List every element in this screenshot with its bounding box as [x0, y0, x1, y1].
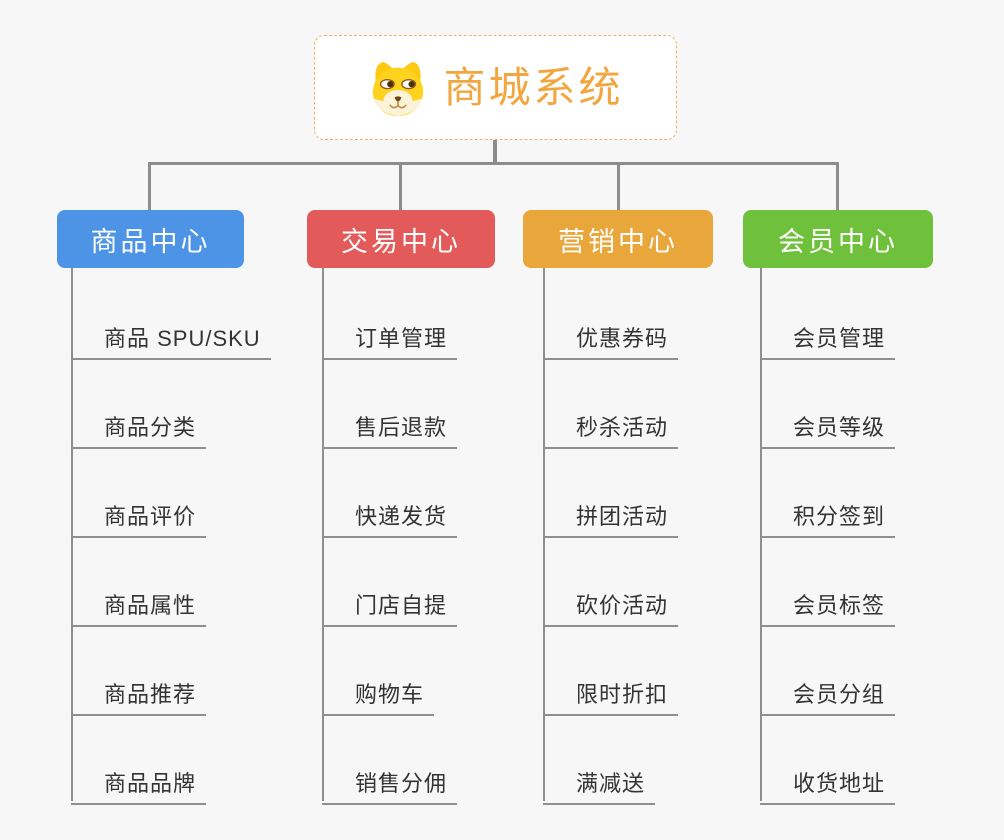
connector-horizontal-bar: [149, 162, 839, 165]
root-title: 商城系统: [443, 63, 624, 111]
connector-trunk-product: [71, 268, 73, 801]
leaf-node[interactable]: 购物车: [322, 665, 435, 716]
leaf-node[interactable]: 会员管理: [760, 309, 896, 360]
leaf-node[interactable]: 满减送: [543, 754, 656, 805]
connector-drop-trade: [399, 162, 402, 210]
leaf-node[interactable]: 商品品牌: [71, 754, 207, 805]
branch-node-member-center[interactable]: 会员中心: [743, 210, 933, 268]
leaf-node[interactable]: 优惠券码: [543, 309, 679, 360]
connector-trunk-trade: [322, 268, 324, 801]
connector-trunk-member: [760, 268, 762, 801]
leaf-node[interactable]: 快递发货: [322, 487, 458, 538]
leaf-node[interactable]: 会员等级: [760, 398, 896, 449]
shiba-dog-face-icon: [367, 58, 429, 118]
leaf-node[interactable]: 商品属性: [71, 576, 207, 627]
leaf-node[interactable]: 限时折扣: [543, 665, 679, 716]
leaf-node[interactable]: 商品评价: [71, 487, 207, 538]
leaf-node[interactable]: 会员分组: [760, 665, 896, 716]
leaf-node[interactable]: 门店自提: [322, 576, 458, 627]
leaf-node[interactable]: 会员标签: [760, 576, 896, 627]
branch-node-product-center[interactable]: 商品中心: [57, 210, 244, 268]
leaf-node[interactable]: 砍价活动: [543, 576, 679, 627]
leaf-node[interactable]: 收货地址: [760, 754, 896, 805]
leaf-node[interactable]: 商品推荐: [71, 665, 207, 716]
root-node[interactable]: 商城系统: [314, 35, 677, 140]
leaf-node[interactable]: 秒杀活动: [543, 398, 679, 449]
leaf-node[interactable]: 商品分类: [71, 398, 207, 449]
leaf-node[interactable]: 商品 SPU/SKU: [71, 309, 271, 360]
connector-drop-member: [836, 162, 839, 210]
leaf-node[interactable]: 积分签到: [760, 487, 896, 538]
connector-root-stem: [493, 140, 497, 165]
leaf-node[interactable]: 拼团活动: [543, 487, 679, 538]
leaf-node[interactable]: 售后退款: [322, 398, 458, 449]
connector-drop-marketing: [617, 162, 620, 210]
branch-node-marketing-center[interactable]: 营销中心: [523, 210, 713, 268]
connector-trunk-marketing: [543, 268, 545, 801]
connector-drop-product: [148, 162, 151, 210]
branch-node-trade-center[interactable]: 交易中心: [307, 210, 495, 268]
leaf-node[interactable]: 订单管理: [322, 309, 458, 360]
leaf-node[interactable]: 销售分佣: [322, 754, 458, 805]
